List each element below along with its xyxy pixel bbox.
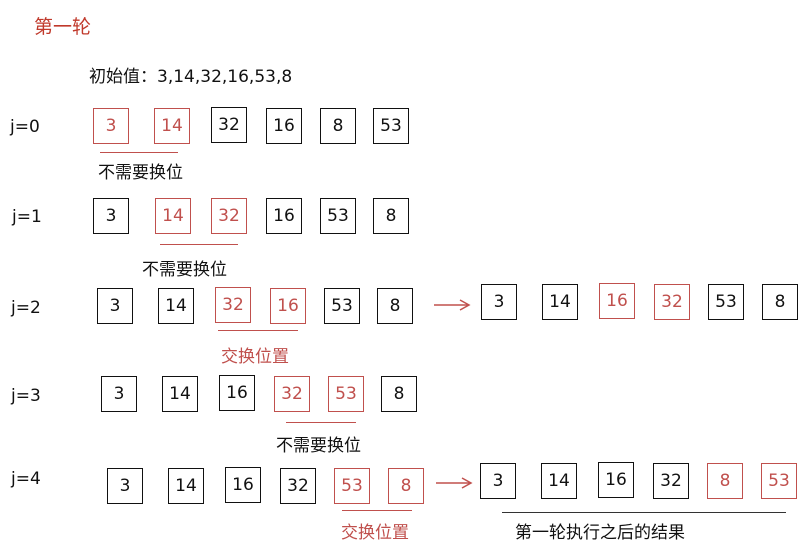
cell-j3-4: 53 — [328, 376, 364, 412]
row-label-j0: j=0 — [10, 117, 40, 137]
cell-j4-0: 3 — [107, 468, 143, 504]
cell-j0-1: 14 — [154, 108, 190, 144]
cell-j1-3: 16 — [266, 198, 302, 234]
cell-j4-3: 32 — [280, 468, 316, 504]
row-label-j1: j=1 — [12, 207, 42, 227]
cell-j3-1: 14 — [162, 376, 198, 412]
result-j2-3: 32 — [654, 284, 690, 320]
cell-j4-5: 8 — [388, 468, 424, 504]
cell-j3-5: 8 — [381, 376, 417, 412]
row-label-j4: j=4 — [11, 469, 41, 489]
cell-j1-1: 14 — [155, 198, 191, 234]
result-j4-5: 53 — [761, 463, 797, 499]
underline-j1 — [160, 244, 238, 245]
cell-j2-4: 53 — [324, 288, 360, 324]
note-j2: 交换位置 — [221, 347, 289, 367]
underline-j3 — [286, 422, 356, 423]
cell-j0-2: 32 — [211, 107, 247, 143]
initial-label: 初始值： — [89, 67, 157, 87]
cell-j0-4: 8 — [320, 108, 356, 144]
initial-values: 初始值：3,14,32,16,53,8 — [89, 62, 292, 87]
arrow-right-icon — [434, 299, 471, 311]
result-underline — [502, 512, 786, 513]
result-j2-2: 16 — [599, 283, 635, 319]
cell-j2-3: 16 — [270, 288, 306, 324]
result-j4-4: 8 — [707, 463, 743, 499]
final-caption: 第一轮执行之后的结果 — [515, 523, 685, 543]
result-j4-2: 16 — [598, 462, 634, 498]
cell-j0-0: 3 — [93, 108, 129, 144]
cell-j1-2: 32 — [211, 198, 247, 234]
cell-j4-1: 14 — [168, 468, 204, 504]
cell-j4-4: 53 — [334, 468, 370, 504]
note-j4: 交换位置 — [341, 523, 409, 543]
cell-j1-5: 8 — [373, 198, 409, 234]
note-j1: 不需要换位 — [142, 260, 227, 280]
underline-j0 — [100, 152, 178, 153]
note-j0: 不需要换位 — [98, 163, 183, 183]
cell-j0-3: 16 — [266, 108, 302, 144]
underline-j2 — [218, 330, 298, 331]
cell-j3-0: 3 — [101, 376, 137, 412]
underline-j4 — [342, 510, 412, 511]
cell-j3-3: 32 — [274, 376, 310, 412]
row-label-j3: j=3 — [11, 386, 41, 406]
cell-j2-5: 8 — [377, 288, 413, 324]
result-j2-5: 8 — [762, 284, 798, 320]
result-j4-0: 3 — [480, 463, 516, 499]
result-j4-3: 32 — [653, 463, 689, 499]
cell-j2-2: 32 — [215, 287, 251, 323]
cell-j3-2: 16 — [219, 375, 255, 411]
result-j2-4: 53 — [708, 284, 744, 320]
initial-values-text: 3,14,32,16,53,8 — [157, 67, 293, 87]
row-label-j2: j=2 — [11, 298, 41, 318]
result-j2-0: 3 — [481, 284, 517, 320]
cell-j1-4: 53 — [320, 198, 356, 234]
cell-j1-0: 3 — [93, 198, 129, 234]
cell-j4-2: 16 — [225, 467, 261, 503]
result-j4-1: 14 — [541, 463, 577, 499]
round-title: 第一轮 — [34, 16, 92, 38]
cell-j2-0: 3 — [97, 288, 133, 324]
cell-j2-1: 14 — [158, 288, 194, 324]
note-j3: 不需要换位 — [276, 436, 361, 456]
arrow-right-icon-2 — [436, 477, 473, 489]
cell-j0-5: 53 — [373, 108, 409, 144]
result-j2-1: 14 — [542, 284, 578, 320]
